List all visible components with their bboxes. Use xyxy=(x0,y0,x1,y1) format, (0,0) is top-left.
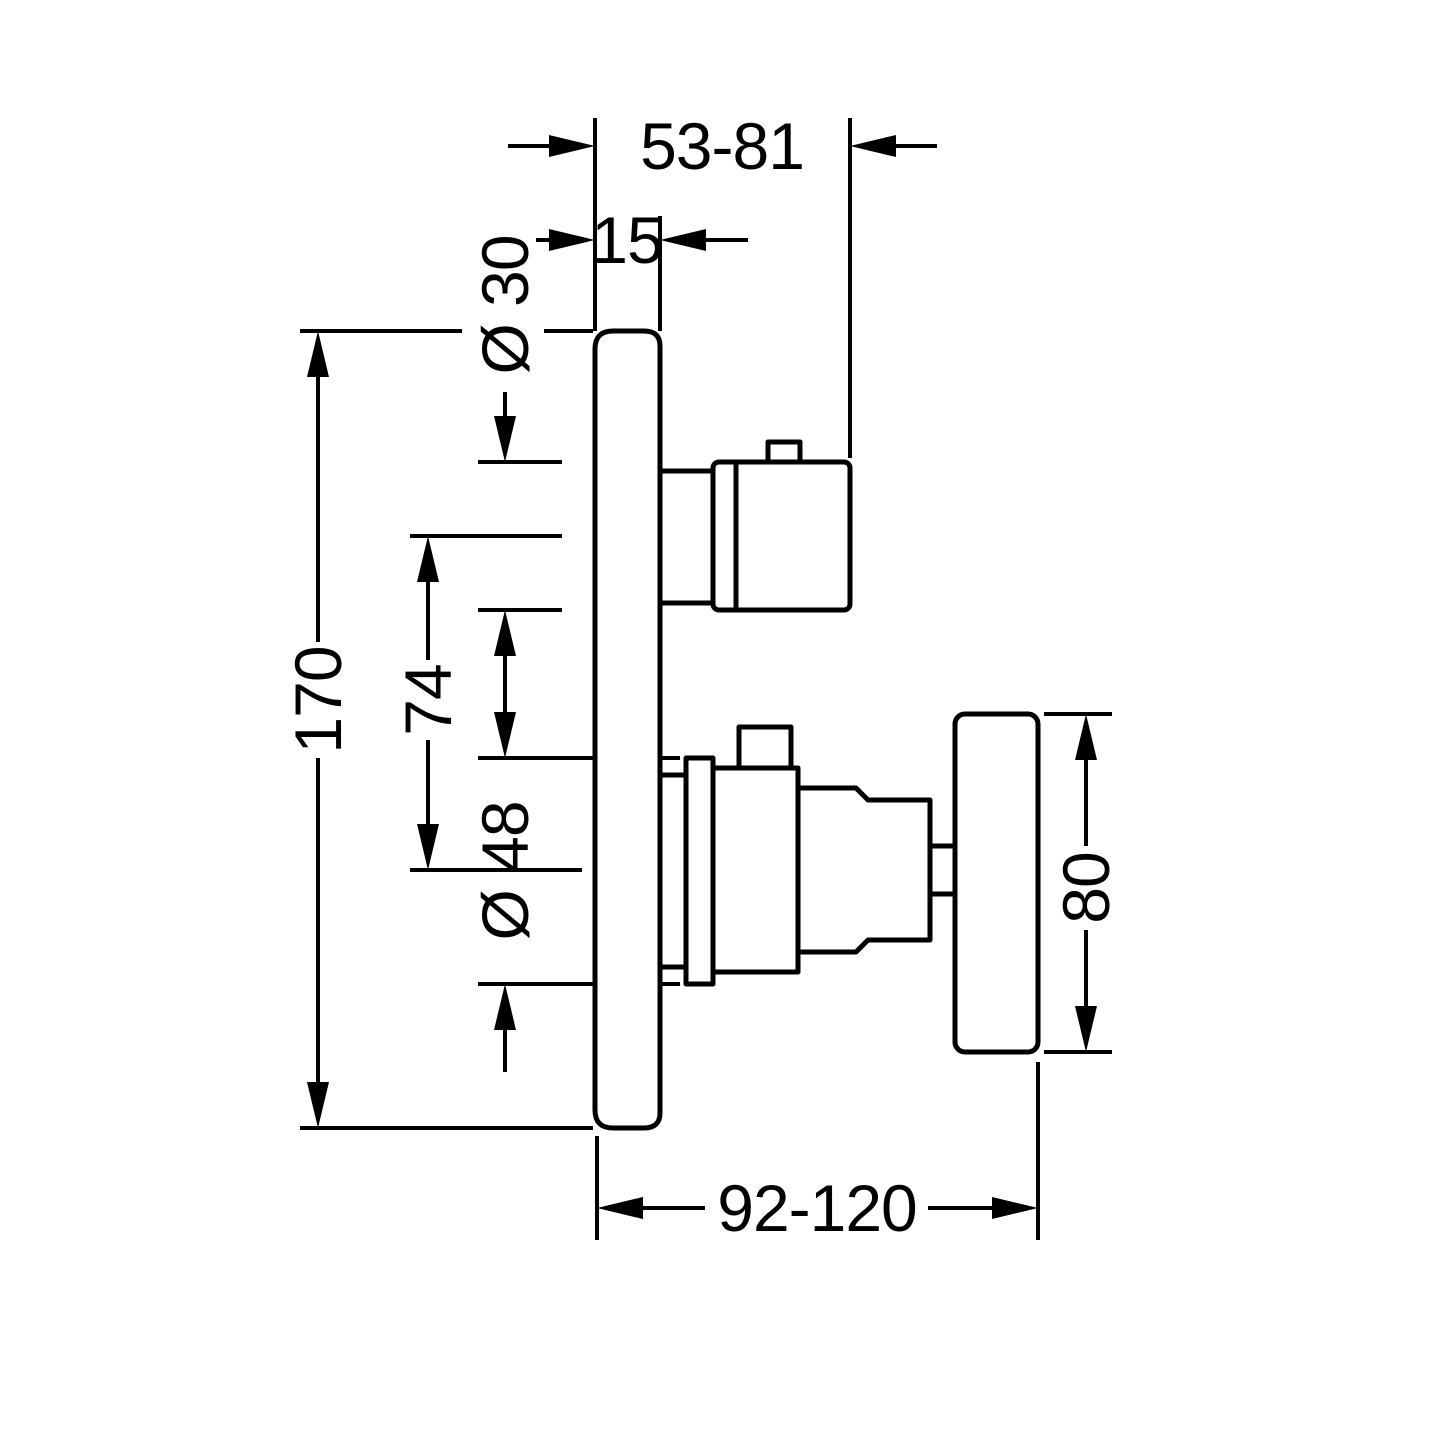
dim-cross-handle-height: 80 xyxy=(1049,714,1123,1052)
handle-stem xyxy=(927,843,958,897)
dim-arrow-down-icon xyxy=(307,1082,329,1128)
extension-lines xyxy=(300,118,1112,1240)
valve-body-front xyxy=(795,785,933,955)
valve-body-rear xyxy=(710,765,801,975)
valve-flange xyxy=(657,772,689,970)
dim-handle-diameter: Ø 30 xyxy=(468,235,542,714)
dim-arrow-left-icon xyxy=(850,135,896,157)
dim-label-total-depth: 92-120 xyxy=(717,1171,917,1245)
dim-label-handle-diameter: Ø 30 xyxy=(468,235,542,374)
dim-arrow-down-icon xyxy=(1075,1006,1097,1052)
dim-label-plate-thickness: 15 xyxy=(591,203,662,277)
dim-total-depth: 92-120 xyxy=(597,1171,1038,1245)
dim-arrow-right-icon xyxy=(549,229,595,251)
dim-arrow-left-icon xyxy=(597,1197,643,1219)
dim-arrow-down-icon xyxy=(494,712,516,758)
dim-label-installation-depth: 53-81 xyxy=(640,109,804,183)
fixture-parts xyxy=(592,328,1041,1131)
dim-arrow-up-icon xyxy=(417,536,439,582)
cross-handle xyxy=(952,711,1041,1055)
dim-label-plate-height: 170 xyxy=(281,646,355,753)
dim-arrow-up-icon xyxy=(494,610,516,656)
dim-arrow-down-icon xyxy=(417,824,439,870)
dim-sleeve-diameter: Ø 48 xyxy=(468,712,542,1072)
wall-plate xyxy=(592,328,663,1131)
thermostat-collar xyxy=(657,468,716,606)
dim-label-cross-handle-height: 80 xyxy=(1049,852,1123,923)
dim-arrow-right-icon xyxy=(549,135,595,157)
dim-plate-height: 170 xyxy=(281,331,355,1128)
dim-arrow-up-icon xyxy=(494,984,516,1030)
valve-sleeve xyxy=(683,755,716,987)
dim-arrow-down-icon xyxy=(494,416,516,462)
dim-arrow-left-icon xyxy=(660,229,706,251)
dim-arrow-right-icon xyxy=(992,1197,1038,1219)
dim-arrow-up-icon xyxy=(1075,714,1097,760)
valve-button xyxy=(736,724,794,771)
dim-label-sleeve-diameter: Ø 48 xyxy=(468,801,542,940)
dim-plate-thickness: 15 xyxy=(536,203,748,277)
thermostat-button xyxy=(765,439,803,465)
dim-arrow-up-icon xyxy=(307,331,329,377)
dim-installation-depth: 53-81 xyxy=(508,109,937,183)
dim-handle-spacing: 74 xyxy=(391,536,465,870)
dim-label-handle-spacing: 74 xyxy=(391,664,465,735)
